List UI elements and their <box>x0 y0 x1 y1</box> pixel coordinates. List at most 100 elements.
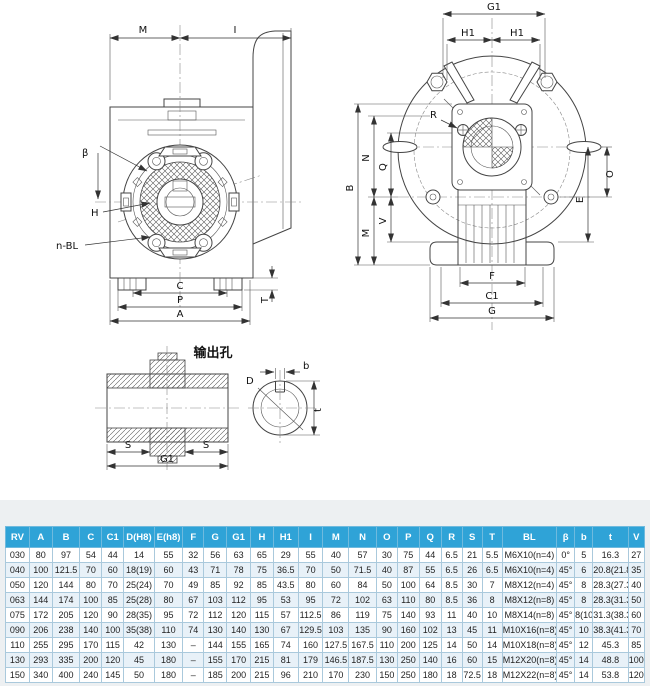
table-cell: 206 <box>28 622 53 638</box>
column-header: E(h8) <box>153 526 184 548</box>
table-cell: 250 <box>396 667 420 683</box>
table-cell: 090 <box>5 622 30 638</box>
table-cell: 50 <box>123 667 155 683</box>
table-cell: 35 <box>627 562 646 578</box>
table-cell: 97 <box>51 547 81 563</box>
dim-label-c: C <box>177 281 184 292</box>
table-cell: 238 <box>51 622 81 638</box>
table-cell: 63 <box>226 547 251 563</box>
hex-bolt <box>426 72 558 92</box>
table-cell: 115 <box>250 607 274 623</box>
table-cell: 129.5 <box>297 622 324 638</box>
table-cell: 180 <box>153 652 184 668</box>
table-cell: M6X10(n=4) <box>501 562 558 578</box>
table-cell: 170 <box>79 637 103 653</box>
table-cell: 8.5 <box>440 577 463 593</box>
table-cell: 45° <box>556 592 576 608</box>
dim-label-n: N <box>361 154 372 161</box>
table-cell: 130 <box>153 637 184 653</box>
column-header: I <box>297 526 324 548</box>
table-cell: 210 <box>297 667 324 683</box>
table-cell: 170 <box>322 667 350 683</box>
column-header: H1 <box>272 526 299 548</box>
table-cell: 0° <box>556 547 576 563</box>
table-cell: 60 <box>627 607 646 623</box>
table-cell: 110 <box>153 622 184 638</box>
table-cell: 74 <box>182 622 205 638</box>
table-cell: 215 <box>250 667 274 683</box>
table-cell: 74 <box>272 637 299 653</box>
table-cell: 100 <box>396 577 420 593</box>
table-cell: 28(35) <box>123 607 155 623</box>
dim-label-h: H <box>91 208 99 219</box>
table-cell: 10 <box>574 622 594 638</box>
table-cell: 11 <box>481 622 503 638</box>
table-cell: 127.5 <box>322 637 350 653</box>
table-cell: 102 <box>418 622 442 638</box>
table-cell: 60 <box>153 562 184 578</box>
table-cell: M12X22(n=8) <box>501 667 558 683</box>
column-header: B <box>51 526 81 548</box>
table-cell: 50 <box>375 577 398 593</box>
dim-label-e: E <box>575 197 586 203</box>
table-cell: 84 <box>348 577 377 593</box>
table-cell: 70 <box>297 562 324 578</box>
table-cell: 14 <box>481 637 503 653</box>
column-header: BL <box>501 526 558 548</box>
dim-label-g: G <box>488 306 496 317</box>
table-cell: 135 <box>348 622 377 638</box>
table-cell: 30 <box>461 577 483 593</box>
column-header: T <box>481 526 503 548</box>
table-cell: 144 <box>28 592 53 608</box>
table-cell: 13 <box>440 622 463 638</box>
table-cell: 70 <box>101 577 125 593</box>
column-header: F <box>182 526 205 548</box>
table-cell: 57 <box>348 547 377 563</box>
table-cell: 050 <box>5 577 30 593</box>
table-cell: 180 <box>418 667 442 683</box>
table-cell: 075 <box>5 607 30 623</box>
table-cell: 45° <box>556 607 576 623</box>
column-header: R <box>440 526 463 548</box>
table-cell: 18 <box>440 667 463 683</box>
column-header: β <box>556 526 576 548</box>
table-cell: 200 <box>396 637 420 653</box>
table-cell: 100 <box>101 622 125 638</box>
table-cell: 187.5 <box>348 652 377 668</box>
column-header: S <box>461 526 483 548</box>
table-cell: 31.3(38.3) <box>592 607 629 623</box>
technical-drawing: M I β H n-BL C P A T <box>56 2 616 470</box>
table-cell: 70 <box>79 562 103 578</box>
table-cell: 120 <box>226 607 251 623</box>
table-cell: 160 <box>297 637 324 653</box>
table-cell: 10 <box>481 607 503 623</box>
table-cell: 93 <box>418 607 442 623</box>
column-header: D(H8) <box>123 526 155 548</box>
dim-label-h1-right: H1 <box>510 28 524 39</box>
table-cell: – <box>182 652 205 668</box>
table-cell: 50 <box>627 592 646 608</box>
table-cell: 70 <box>627 622 646 638</box>
side-view-drawing: R G1 H1 H1 B N M Q <box>345 2 616 330</box>
table-cell: 43 <box>182 562 205 578</box>
table-cell: 45° <box>556 622 576 638</box>
table-cell: 100 <box>28 562 53 578</box>
table-cell: 102 <box>348 592 377 608</box>
column-header: G <box>203 526 228 548</box>
table-cell: 121.5 <box>51 562 81 578</box>
table-cell: 6.5 <box>440 547 463 563</box>
table-cell: 36 <box>461 592 483 608</box>
table-cell: 50 <box>322 562 350 578</box>
table-cell: 112.5 <box>297 607 324 623</box>
table-cell: 18(19) <box>123 562 155 578</box>
table-cell: 172 <box>28 607 53 623</box>
table-cell: M12X20(n=8) <box>501 652 558 668</box>
table-cell: 130 <box>375 652 398 668</box>
table-cell: 100 <box>627 652 646 668</box>
table-cell: 53 <box>272 592 299 608</box>
